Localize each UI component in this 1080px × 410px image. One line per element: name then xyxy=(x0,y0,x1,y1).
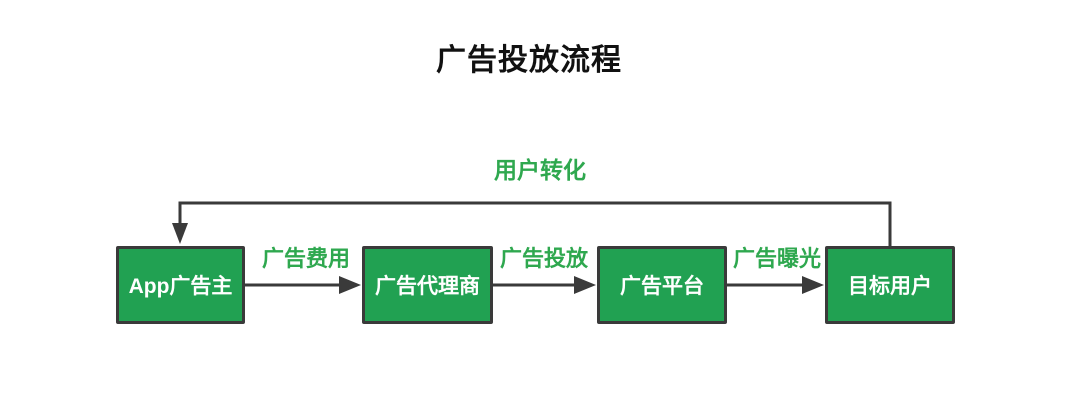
arrowhead-ad-cost-icon xyxy=(339,276,361,294)
node-ad-platform-label: 广告平台 xyxy=(620,275,704,298)
edge-label-user-conversion: 用户转化 xyxy=(494,157,586,183)
edge-label-ad-exposure: 广告曝光 xyxy=(732,246,822,271)
node-ad-agency-label: 广告代理商 xyxy=(375,275,480,298)
arrowhead-ad-delivery-icon xyxy=(574,276,596,294)
node-app-advertiser-label: App广告主 xyxy=(128,275,233,298)
edge-label-ad-delivery: 广告投放 xyxy=(499,246,589,271)
node-ad-agency: 广告代理商 xyxy=(362,246,493,324)
diagram-title: 广告投放流程 xyxy=(436,44,622,77)
node-app-advertiser: App广告主 xyxy=(116,246,245,324)
arrowhead-user-conversion-icon xyxy=(172,223,188,244)
edge-label-ad-cost: 广告费用 xyxy=(261,246,351,271)
node-ad-platform: 广告平台 xyxy=(597,246,727,324)
arrowhead-ad-exposure-icon xyxy=(802,276,824,294)
node-target-user-label: 目标用户 xyxy=(848,275,932,298)
node-target-user: 目标用户 xyxy=(825,246,955,324)
arrow-line-user-conversion xyxy=(178,201,892,246)
